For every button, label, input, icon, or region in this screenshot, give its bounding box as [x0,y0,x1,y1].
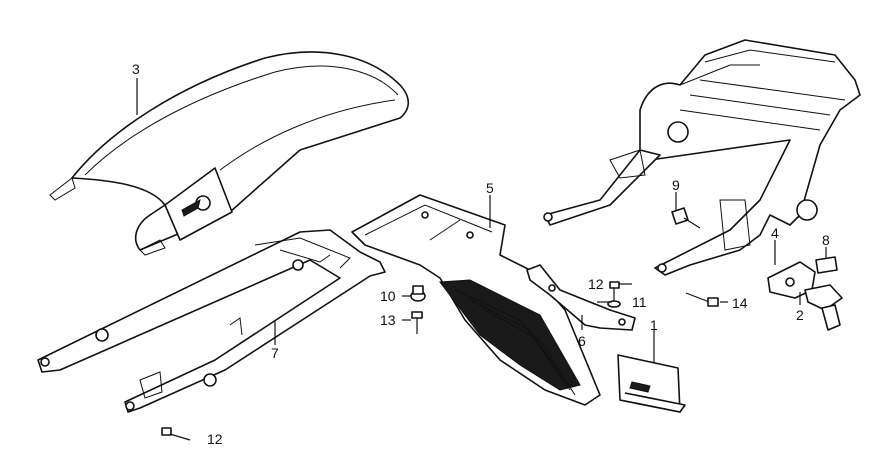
callout-5: 5 [486,180,494,196]
rear-fender-part [351,194,601,406]
bolt-12-upper-part [609,281,620,302]
callout-7: 7 [271,345,279,361]
callout-labels: 1 2 3 4 5 6 7 8 9 10 11 12 12 13 14 [132,61,830,447]
callout-14: 14 [732,295,748,311]
callout-10: 10 [380,288,396,304]
rear-cowl-part [49,51,410,256]
nut-10-part [410,285,426,302]
leader-lines [136,78,827,362]
callout-12-lower: 12 [207,431,223,447]
key-tag-part [815,256,838,274]
callout-1: 1 [650,317,658,333]
callout-11: 11 [632,294,647,310]
callout-2: 2 [796,307,804,323]
bolt-14-part [685,292,719,307]
bolt-13-part [411,311,423,334]
rear-carrier-part [543,39,861,276]
callout-6: 6 [578,333,586,349]
reflector-stay-part [526,264,636,331]
plate-bracket-part [617,354,686,413]
callout-3: 3 [132,61,140,77]
key-lock-part [767,261,843,331]
bolt-9-part [671,207,701,229]
callout-9: 9 [672,177,680,193]
bolt-12-lower-part [161,427,191,441]
callout-8: 8 [822,232,830,248]
seat-rail-part [37,229,386,413]
callout-4: 4 [771,225,779,241]
callout-13: 13 [380,312,396,328]
callout-12-upper: 12 [588,276,604,292]
